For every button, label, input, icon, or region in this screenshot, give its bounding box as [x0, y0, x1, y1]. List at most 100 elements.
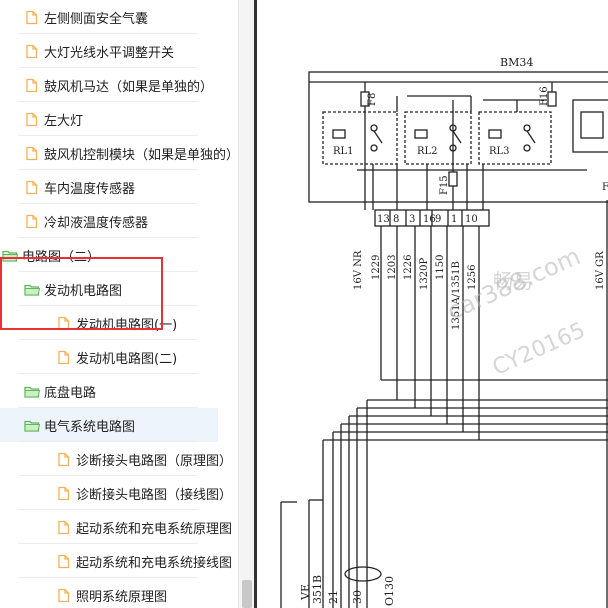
switch-arm [526, 130, 536, 144]
folder-open-icon [24, 384, 40, 399]
wire-label: 1256 [467, 265, 478, 290]
row-divider [18, 373, 198, 374]
connector-pin: 1 [451, 214, 457, 225]
fuse-label: F16 [539, 86, 550, 106]
tree-item-label: 发动机电路图 [44, 283, 123, 299]
file-icon [24, 146, 39, 161]
row-divider [18, 509, 198, 510]
tree-item-label: 起动系统和充电系统接线图 [76, 555, 233, 571]
row-divider [18, 169, 198, 170]
row-divider [18, 203, 198, 204]
tree-item-label: 诊断接头电路图（接线图） [76, 487, 233, 503]
folder-open-icon [24, 282, 40, 297]
tree-item[interactable]: 左侧侧面安全气囊 [0, 0, 218, 34]
tree-item[interactable]: 诊断接头电路图（接线图） [0, 476, 232, 510]
row-divider [18, 441, 198, 442]
relay-rl2 [404, 111, 472, 165]
tree-item-label: 车内温度传感器 [44, 181, 136, 197]
connector-pin: 8 [393, 214, 399, 225]
tree-folder[interactable]: 电气系统电路图 [0, 408, 218, 442]
tree-item[interactable]: 大灯光线水平调整开关 [0, 34, 218, 68]
file-icon [56, 316, 71, 331]
tree-item-label: 鼓风机马达（如果是单独的） [44, 79, 214, 95]
wire-label: 1150 [435, 255, 446, 280]
tree-item[interactable]: 车内温度传感器 [0, 170, 218, 204]
module-label: BM34 [500, 56, 533, 69]
fuse-label: F15 [439, 175, 450, 195]
tree-item-label: 左侧侧面安全气囊 [44, 11, 149, 27]
file-icon [24, 180, 39, 195]
file-icon [24, 44, 39, 59]
module-frame [308, 71, 608, 203]
relay-coil [488, 129, 502, 139]
tree-item-label: 发动机电路图(二) [76, 351, 178, 367]
wire-label: 1203 [387, 255, 398, 280]
file-icon [24, 78, 39, 93]
wire-label: 1229 [371, 255, 382, 280]
file-icon [56, 452, 71, 467]
tree-item-label: 起动系统和充电系统原理图 [76, 521, 233, 537]
contact [370, 124, 378, 132]
tree-folder[interactable]: 发动机电路图 [0, 272, 218, 306]
wire-label: 16V GR [595, 251, 606, 290]
tree-item[interactable]: 左大灯 [0, 102, 218, 136]
wire-label: 351B [311, 575, 324, 604]
file-icon [56, 486, 71, 501]
tree-item-label: 底盘电路 [44, 385, 97, 401]
highlight-box [0, 257, 163, 330]
row-divider [18, 33, 198, 34]
tree-scrollbar[interactable] [238, 0, 254, 608]
fuse-label: F8 [367, 93, 378, 106]
row-divider [18, 543, 198, 544]
tree-item[interactable]: 鼓风机控制模块（如果是单独的） [0, 136, 238, 170]
connector-pin: 9 [435, 214, 441, 225]
relay-rl1 [322, 111, 398, 165]
tree-item-label: 冷却液温度传感器 [44, 215, 149, 231]
tree-item-label: 左大灯 [44, 113, 84, 129]
wire-label: 30 [351, 590, 364, 604]
wire-label: 16V NR [353, 250, 364, 290]
relay-label: RL1 [333, 146, 354, 157]
row-divider [18, 305, 198, 306]
diagram-viewer: BM34 F8 F16 F15 F2 RL1 RL2 RL3 [254, 0, 608, 608]
folder-open-icon [24, 418, 40, 433]
relay-coil [414, 129, 428, 139]
connector-pin: 10 [465, 214, 478, 225]
switch-arm [373, 130, 383, 144]
contact [523, 144, 531, 152]
file-icon [56, 588, 71, 603]
relay-rl3 [478, 111, 552, 165]
aux-module [572, 99, 608, 153]
row-divider [18, 67, 198, 68]
relay-label: RL3 [489, 146, 510, 157]
tree-item-label: 诊断接头电路图（原理图） [76, 453, 233, 469]
row-divider [18, 101, 198, 102]
tree-item[interactable]: 鼓风机马达（如果是单独的） [0, 68, 218, 102]
tree-item[interactable]: 诊断接头电路图（原理图） [0, 442, 232, 476]
fuse-label: F2 [602, 182, 608, 193]
wire-label: VE [299, 584, 312, 601]
tree-folder[interactable]: 底盘电路 [0, 374, 218, 408]
tree-item[interactable]: 发动机电路图(二) [0, 340, 218, 374]
switch-arm [452, 130, 462, 144]
wire-label: 1351A/1351B [451, 261, 462, 330]
file-tree: 左侧侧面安全气囊大灯光线水平调整开关鼓风机马达（如果是单独的） 左大灯鼓风机控制模… [0, 0, 238, 608]
tree-item[interactable]: 冷却液温度传感器 [0, 204, 218, 238]
file-icon [56, 520, 71, 535]
row-divider [18, 577, 198, 578]
tree-item-label: 电气系统电路图 [44, 419, 136, 435]
row-divider [18, 135, 198, 136]
file-icon [24, 214, 39, 229]
tree-item-label: 照明系统原理图 [76, 589, 168, 605]
relay-coil [332, 129, 346, 139]
wire-label: O130 [383, 576, 396, 606]
scrollbar-thumb[interactable] [242, 580, 252, 608]
wire-label: 21 [327, 590, 340, 604]
watermark-text: 畅易 [493, 269, 533, 293]
tree-item[interactable]: 起动系统和充电系统原理图 [0, 510, 232, 544]
tree-item[interactable]: 起动系统和充电系统接线图 [0, 544, 232, 578]
tree-item[interactable]: 照明系统原理图 [0, 578, 218, 608]
